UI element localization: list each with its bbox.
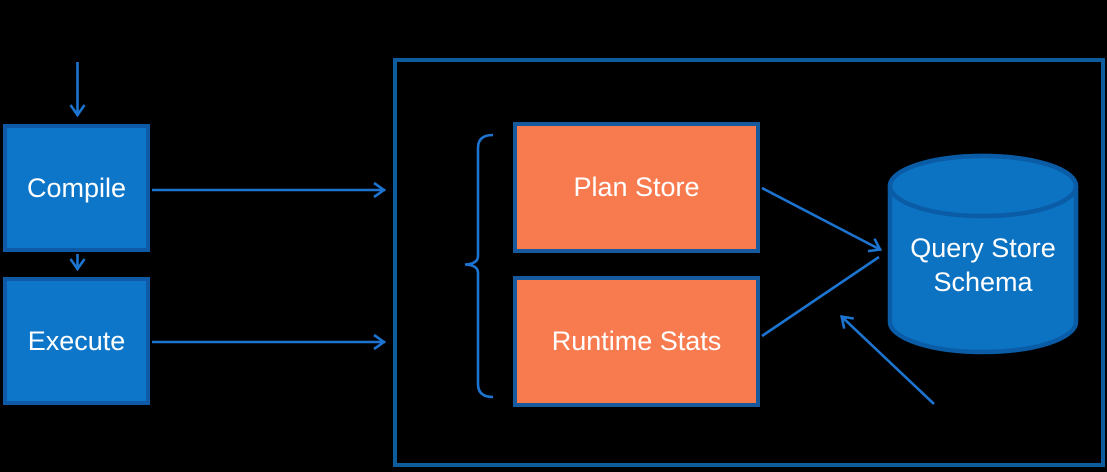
- brace-plan-runtime: [464, 133, 494, 399]
- arrow-runtime-stats-to-schema: [761, 255, 880, 338]
- arrow-bottom-to-schema: [840, 315, 935, 405]
- node-compile-label: Compile: [26, 172, 127, 203]
- node-plan-store-label: Plan Store: [573, 172, 700, 202]
- node-runtime-stats: Runtime Stats: [513, 276, 760, 407]
- node-query-store-schema-label: Query Store Schema: [910, 233, 1056, 297]
- node-compile: Compile: [3, 124, 150, 252]
- node-plan-store: Plan Store: [513, 122, 760, 253]
- arrow-plan-store-to-schema: [761, 186, 883, 253]
- node-execute-label: Execute: [27, 325, 126, 356]
- database-cylinder-icon: [887, 153, 1079, 355]
- node-runtime-stats-label: Runtime Stats: [551, 326, 722, 356]
- node-execute: Execute: [3, 277, 150, 405]
- query-store-container-box: [393, 58, 1105, 467]
